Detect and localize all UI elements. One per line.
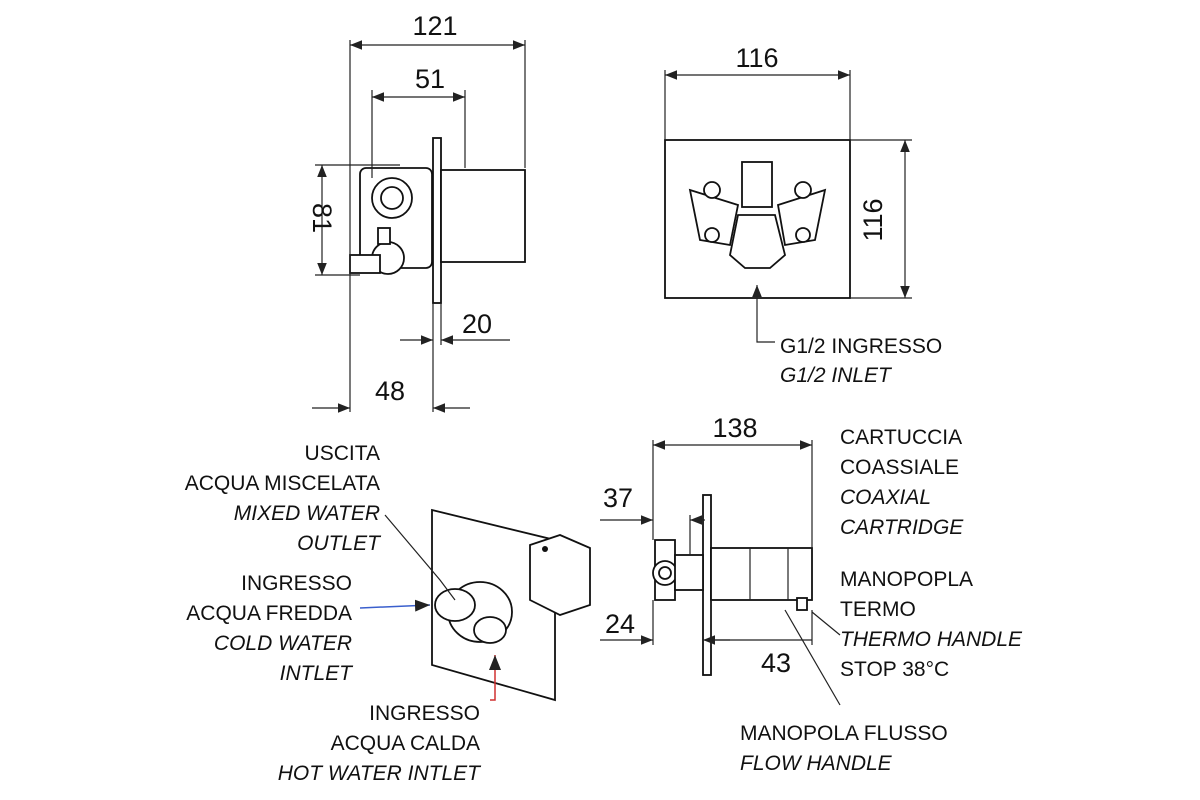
thermo-handle-en1: THERMO HANDLE	[840, 628, 1023, 651]
mixed-outlet-en2: OUTLET	[297, 532, 382, 555]
inlet-label-it: G1/2 INGRESSO	[780, 335, 942, 358]
dim-81: 81	[307, 203, 337, 233]
dim-138: 138	[712, 413, 757, 443]
cold-inlet-en2: INTLET	[280, 662, 355, 685]
cartridge-it1: CARTUCCIA	[840, 426, 962, 449]
flow-handle-en: FLOW HANDLE	[740, 752, 893, 775]
dim-51: 51	[415, 64, 445, 94]
hot-inlet-it1: INGRESSO	[369, 702, 480, 725]
dim-121: 121	[412, 11, 457, 41]
cold-inlet-it2: ACQUA FREDDA	[186, 602, 352, 625]
hot-inlet-it2: ACQUA CALDA	[331, 732, 480, 755]
cold-inlet-en1: COLD WATER	[214, 632, 352, 655]
mixed-outlet-it2: ACQUA MISCELATA	[185, 472, 380, 495]
thermo-handle-it2: TERMO	[840, 598, 916, 621]
hot-inlet-en1: HOT WATER INTLET	[278, 762, 482, 785]
cartridge-it2: COASSIALE	[840, 456, 959, 479]
dim-48: 48	[375, 376, 405, 406]
cartridge-en1: COAXIAL	[840, 486, 931, 509]
cold-inlet-it1: INGRESSO	[241, 572, 352, 595]
dim-37: 37	[603, 483, 633, 513]
dim-116-height: 116	[858, 198, 888, 241]
side-view: 121 51 81 20 48	[307, 11, 526, 413]
thermo-handle-stop: STOP 38°C	[840, 658, 949, 681]
dim-43: 43	[761, 648, 791, 678]
mixed-outlet-en1: MIXED WATER	[234, 502, 380, 525]
front-view: 116 116 G1/2 INGRESSO G1/2 INLET	[664, 43, 942, 387]
mixed-outlet-it1: USCITA	[305, 442, 380, 465]
detail-view: 138 37 24 43 CARTUCCIA COASSIALE COAXIAL…	[600, 413, 1023, 775]
thermo-handle-it1: MANOPOPLA	[840, 568, 973, 591]
cartridge-en2: CARTRIDGE	[840, 516, 964, 539]
dim-24: 24	[605, 609, 635, 639]
perspective-view: USCITA ACQUA MISCELATA MIXED WATER OUTLE…	[185, 442, 591, 785]
flow-handle-it: MANOPOLA FLUSSO	[740, 722, 948, 745]
inlet-label-en: G1/2 INLET	[780, 364, 893, 387]
dim-116-width: 116	[735, 43, 778, 73]
dim-20: 20	[462, 309, 492, 339]
